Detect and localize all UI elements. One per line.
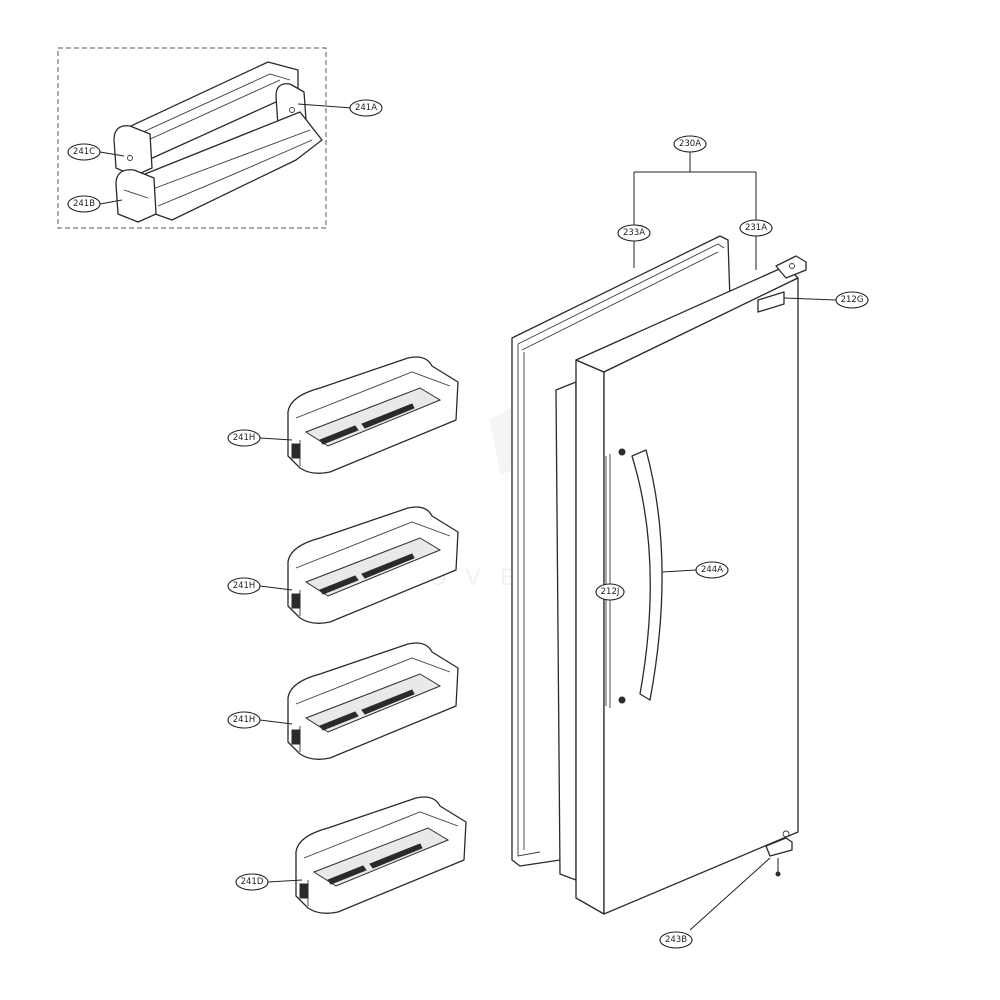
callout-241h-1-label: 241H <box>233 433 256 443</box>
callout-241d-label: 241D <box>241 877 264 887</box>
callout-243b: 243B <box>659 931 693 949</box>
callout-230a-label: 230A <box>679 139 701 149</box>
door-handle-244a <box>631 449 663 701</box>
callout-231a-label: 231A <box>745 223 767 233</box>
callout-241b-label: 241B <box>73 199 95 209</box>
callout-241h-3: 241H <box>227 711 261 729</box>
callout-244a: 244A <box>695 561 729 579</box>
callout-241h-1: 241H <box>227 429 261 447</box>
door-panel-231a <box>555 255 807 915</box>
callout-243b-label: 243B <box>665 935 687 945</box>
bottom-hinge-243b <box>765 837 793 857</box>
callout-241h-2-label: 241H <box>233 581 256 591</box>
callout-241h-2: 241H <box>227 577 261 595</box>
callout-241a-label: 241A <box>355 103 377 113</box>
door-bin-1 <box>287 356 459 474</box>
callout-212g-label: 212G <box>841 295 864 305</box>
top-hinge <box>775 255 807 279</box>
callout-231a: 231A <box>739 219 773 237</box>
callout-241c: 241C <box>67 143 101 161</box>
callout-241c-label: 241C <box>73 147 95 157</box>
callout-241d: 241D <box>235 873 269 891</box>
callout-233a-label: 233A <box>623 228 645 238</box>
inset-detail-box <box>57 47 327 229</box>
callout-230a: 230A <box>673 135 707 153</box>
callout-244a-label: 244A <box>701 565 723 575</box>
badge-212g <box>757 291 785 313</box>
leader-lines <box>99 103 837 931</box>
door-bin-3 <box>287 642 459 760</box>
callout-241a: 241A <box>349 99 383 117</box>
callout-241b: 241B <box>67 195 101 213</box>
door-bin-2 <box>287 506 459 624</box>
callout-212g: 212G <box>835 291 869 309</box>
callout-212j: 212J <box>595 583 625 601</box>
door-bin-4 <box>295 796 467 914</box>
callout-233a: 233A <box>617 224 651 242</box>
callout-212j-label: 212J <box>601 587 620 597</box>
callout-241h-3-label: 241H <box>233 715 256 725</box>
